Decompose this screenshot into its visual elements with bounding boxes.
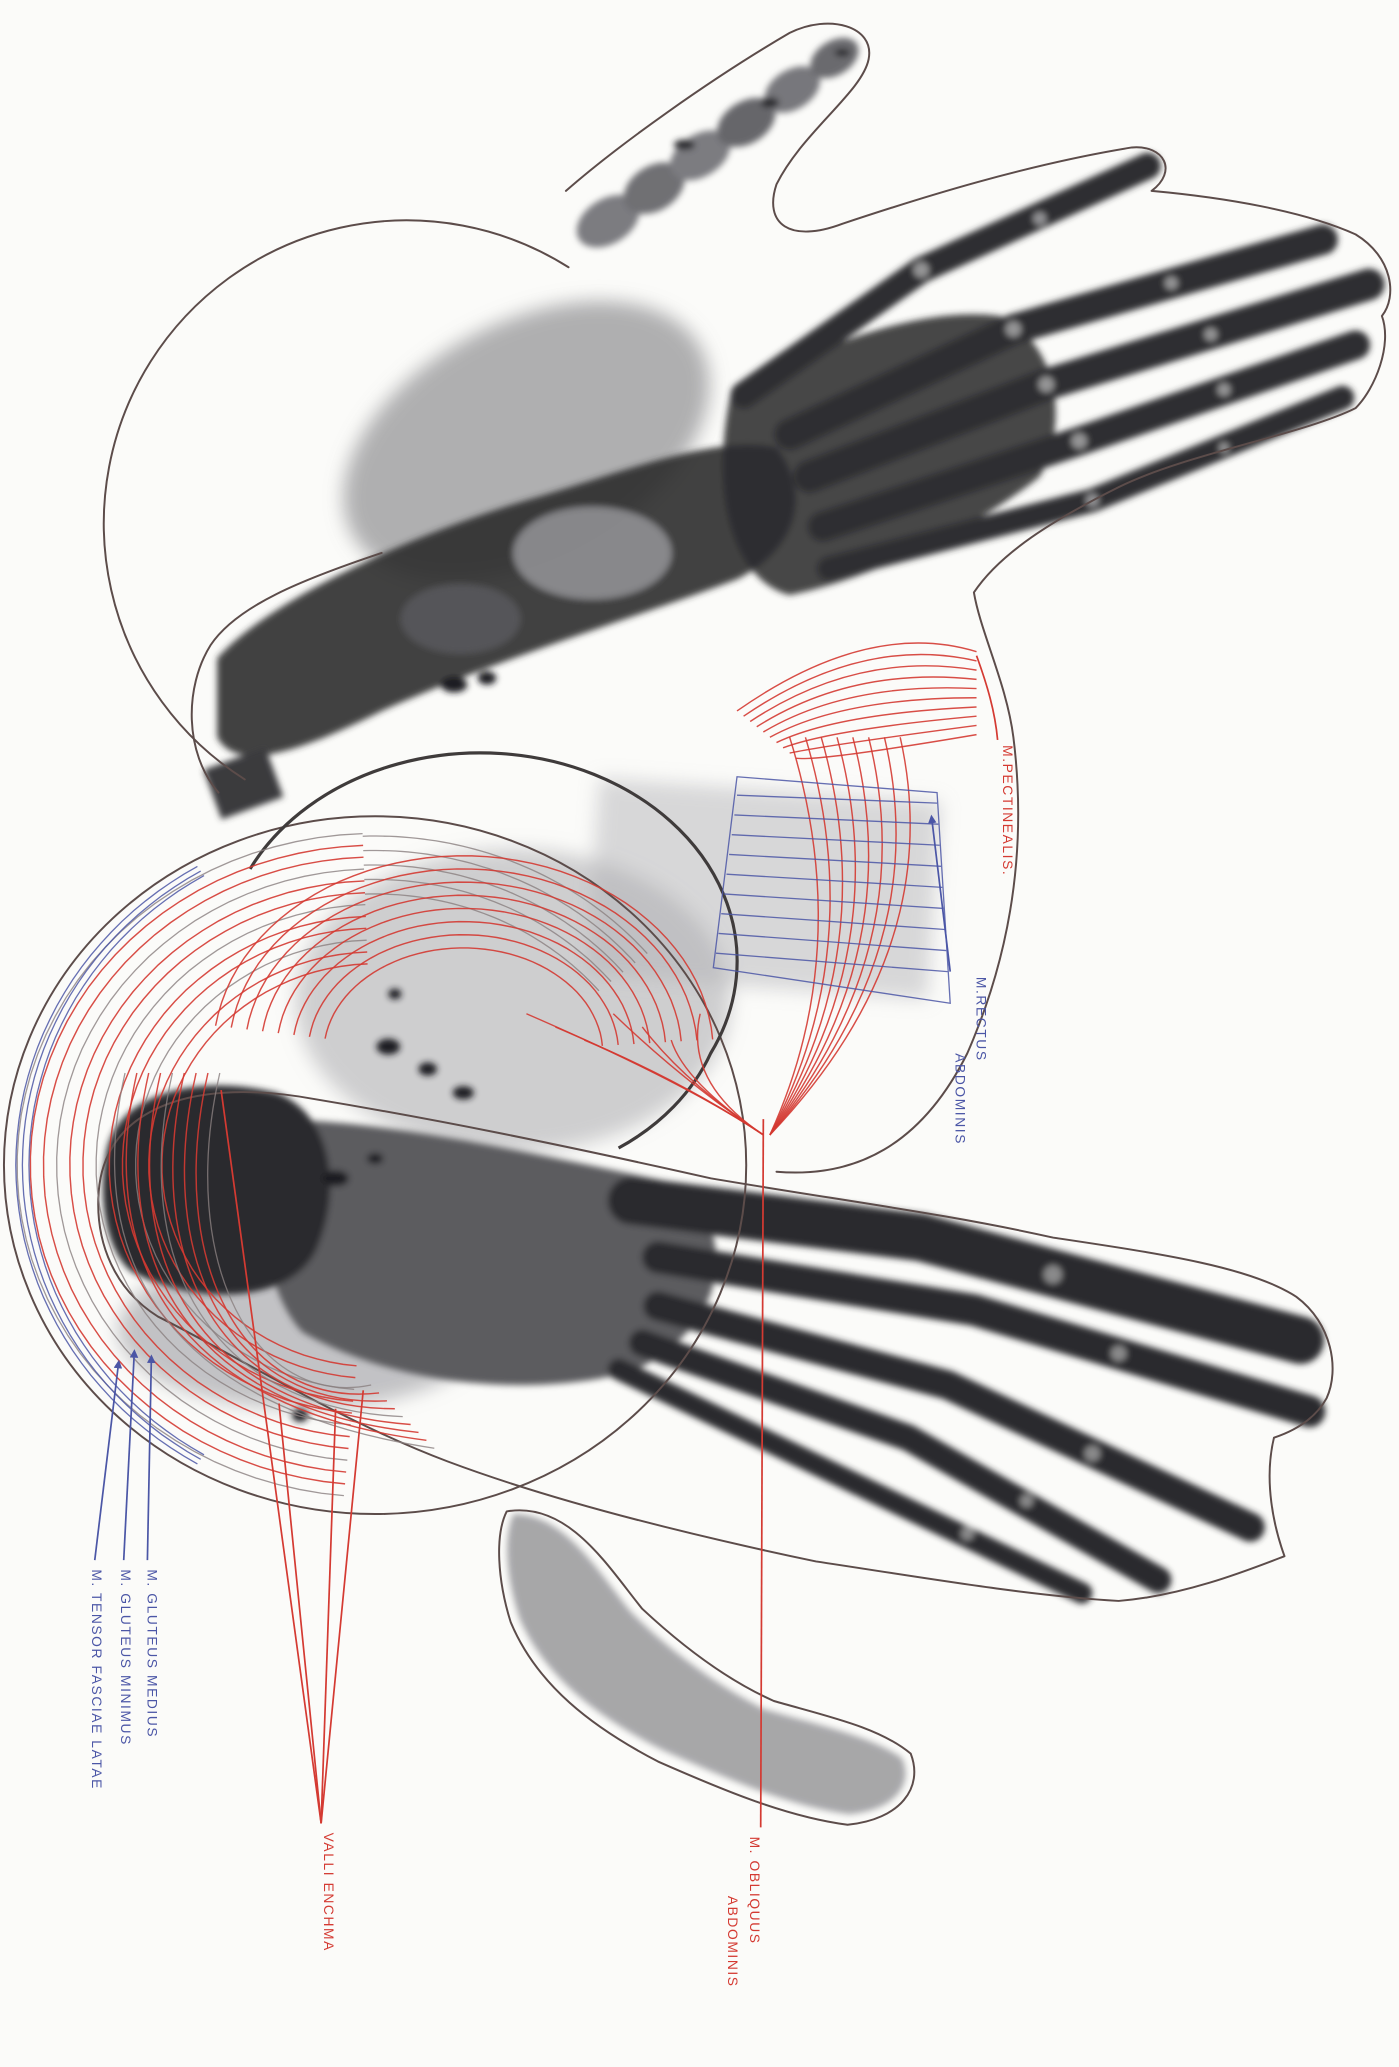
vertebra-spot: [834, 49, 850, 57]
joint: [961, 1527, 974, 1540]
label-gluteus-medius: M. GLUTEUS MEDIUS: [144, 1569, 160, 1738]
label-rectus-line2: ABDOMINIS: [952, 1053, 968, 1145]
wrist-bone: [513, 507, 671, 599]
dark-spot: [376, 1039, 400, 1055]
joint: [1044, 1265, 1062, 1283]
label-red-right-line1: M. OBLIQUUS: [747, 1837, 763, 1945]
dark-spot: [453, 1086, 474, 1099]
label-gluteus-minimus: M. GLUTEUS MINIMUS: [118, 1569, 134, 1746]
dark-spot: [419, 1062, 437, 1075]
joint: [1033, 212, 1046, 225]
leader-red-center-4: [321, 1390, 363, 1823]
joint: [1020, 1494, 1033, 1507]
label-red-center: VALLI ENCHMA: [321, 1833, 337, 1952]
abdomen-gray-band: [586, 778, 941, 999]
joint: [1217, 383, 1230, 396]
toe-3: [658, 1306, 1250, 1527]
leader-red-center-3: [321, 1409, 335, 1824]
joint: [1165, 276, 1178, 289]
joint: [1111, 1346, 1127, 1362]
leader-pectinealis: [977, 656, 998, 740]
wrist-bone: [401, 585, 519, 653]
label-pectinealis: M.PECTINEALIS.: [1000, 745, 1016, 876]
pectinealis-fiber: [750, 666, 976, 722]
dark-spot: [478, 671, 496, 684]
dark-spot: [322, 1170, 348, 1186]
leader-red-center-2: [279, 1403, 321, 1823]
dark-spot: [441, 677, 467, 693]
dark-spot: [367, 1153, 383, 1164]
vertebral-column: [567, 29, 866, 258]
joint: [1038, 377, 1054, 393]
joint: [1005, 321, 1021, 337]
joint: [913, 262, 929, 278]
leader-rectus: [932, 819, 950, 972]
vertebra-spot: [674, 140, 695, 151]
label-rectus-line1: M.RECTUS: [974, 977, 990, 1062]
label-red-right-line2: ABDOMINIS: [725, 1896, 741, 1988]
pectinealis-fiber: [783, 716, 976, 748]
label-tensor-fasciae-latae: M. TENSOR FASCIAE LATAE: [89, 1569, 105, 1790]
joint: [1204, 328, 1217, 341]
vertebra-spot: [761, 97, 779, 108]
dark-spot: [388, 989, 401, 1000]
joint: [1071, 433, 1087, 449]
pectinealis-fiber: [776, 707, 976, 743]
lower-bone-fragment: [507, 1514, 905, 1814]
joint: [1084, 1446, 1100, 1462]
leader-gluteus-minimus: [124, 1353, 135, 1560]
